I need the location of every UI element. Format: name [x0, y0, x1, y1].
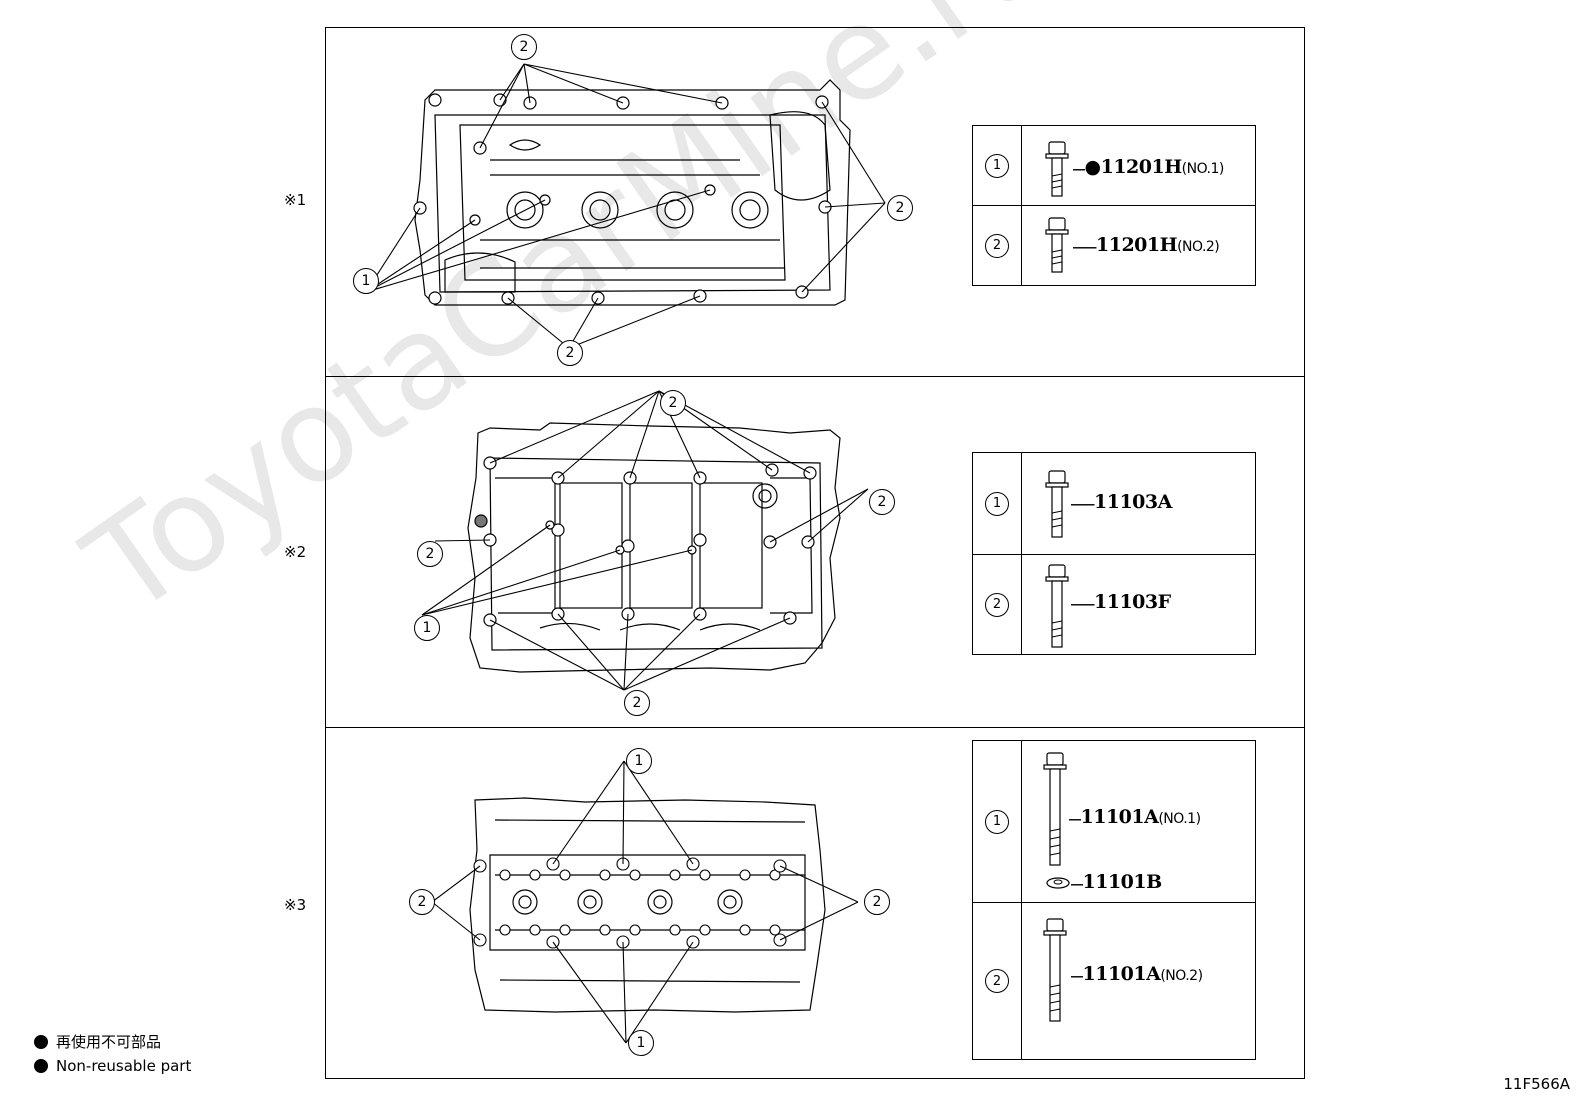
callout-2: 2 — [887, 195, 913, 221]
washer-icon — [1046, 877, 1070, 889]
part-row: 2 ――11103F — [973, 555, 1255, 654]
section-label-2: ※2 — [284, 543, 307, 561]
callout-1: 1 — [628, 1030, 654, 1056]
part-number-badge: 2 — [985, 969, 1009, 993]
part-row: 1 ――11103A — [973, 453, 1255, 555]
part-code: ―●11201H(NO.1) — [1073, 156, 1224, 178]
cylinder-block-drawing — [421, 390, 869, 691]
part-row: 1 ―●11201H(NO.1) — [973, 126, 1255, 206]
parts-table-3: 1 ―11101A(NO.1) ―11101B 2 ―11101A(NO.2) — [972, 740, 1256, 1060]
part-code: ―11101A(NO.2) — [1071, 963, 1203, 985]
part-code: ―11101B — [1071, 871, 1162, 893]
part-number-badge: 2 — [985, 233, 1009, 258]
part-code: ――11201H(NO.2) — [1073, 234, 1220, 256]
section-label-1: ※1 — [284, 191, 307, 209]
bolt-icon — [1043, 752, 1067, 866]
part-row: 2 ――11201H(NO.2) — [973, 206, 1255, 285]
bolt-icon — [1045, 564, 1069, 648]
bolt-icon — [1045, 141, 1069, 197]
part-code: ――11103A — [1071, 491, 1172, 513]
bolt-icon — [1045, 217, 1069, 273]
part-number-badge: 1 — [985, 809, 1009, 834]
part-number-badge: 1 — [985, 153, 1009, 178]
non-reusable-bullet-icon — [34, 1059, 48, 1073]
section-label-3: ※3 — [284, 896, 307, 914]
parts-table-2: 1 ――11103A 2 ――11103F — [972, 452, 1256, 655]
callout-2: 2 — [869, 489, 895, 515]
callout-2: 2 — [511, 34, 537, 60]
callout-2: 2 — [624, 690, 650, 716]
legend-jp: 再使用不可部品 — [34, 1031, 161, 1052]
callout-2: 2 — [409, 889, 435, 915]
callout-1: 1 — [353, 268, 379, 294]
legend-en: Non-reusable part — [34, 1057, 191, 1075]
non-reusable-bullet-icon: ● — [1084, 156, 1102, 178]
figure-id: 11F566A — [1503, 1075, 1570, 1093]
non-reusable-bullet-icon — [34, 1034, 48, 1049]
bolt-icon — [1043, 918, 1067, 1022]
diagram-frame — [325, 27, 1305, 1079]
part-number-badge: 1 — [985, 491, 1009, 516]
part-code: ―11101A(NO.1) — [1069, 806, 1201, 828]
part-row: 2 ―11101A(NO.2) — [973, 903, 1255, 1059]
callout-2: 2 — [557, 340, 583, 366]
part-number-badge: 2 — [985, 592, 1009, 617]
callout-2: 2 — [660, 390, 686, 416]
parts-table-1: 1 ―●11201H(NO.1) 2 ――11201H(NO.2) — [972, 125, 1256, 286]
part-code: ――11103F — [1071, 591, 1171, 613]
cylinder-head-drawing — [431, 760, 859, 1044]
callout-1: 1 — [414, 615, 440, 641]
callout-2: 2 — [417, 541, 443, 567]
callout-2: 2 — [864, 889, 890, 915]
bolt-icon — [1045, 470, 1069, 538]
part-row: 1 ―11101A(NO.1) ―11101B — [973, 741, 1255, 903]
section-divider-1 — [325, 376, 1305, 377]
cylinder-head-cover-drawing — [365, 63, 886, 349]
section-divider-2 — [325, 727, 1305, 728]
callout-1: 1 — [626, 748, 652, 774]
